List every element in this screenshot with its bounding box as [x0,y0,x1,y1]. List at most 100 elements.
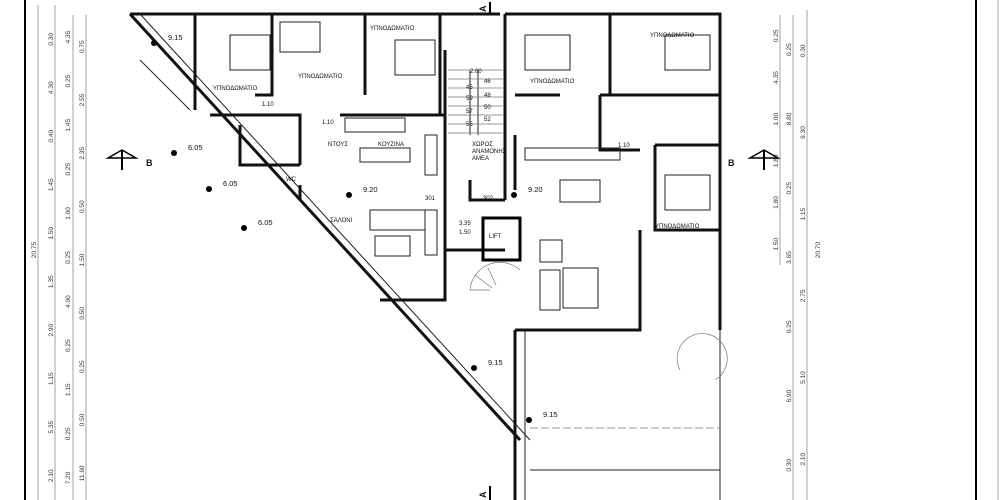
stair-step-number: 57 [466,109,473,115]
dimension-value: 1.00 [65,207,72,220]
elevation-label: 9.15 [488,358,503,367]
dimension-value: 1.45 [65,119,72,132]
stair-step-number: 45 [466,85,473,91]
dimension-value: 0.25 [65,339,72,352]
dimension-value: 5.35 [48,421,55,434]
dimension-value: 0.30 [786,459,793,472]
dimension-value: 0.25 [65,251,72,264]
dimension-value: 6.90 [786,389,793,402]
dimension-value: 2.10 [800,452,807,465]
dimension-value: 0.25 [786,182,793,195]
dimension-value: 0.50 [79,307,86,320]
section-marker-right: B [728,149,781,170]
section-marker-left: B [105,149,153,170]
dimension-value: 4.00 [65,295,72,308]
dimension-value: 3.65 [786,251,793,264]
dimension-value: 0.25 [786,43,793,56]
dimension-value: 4.35 [773,71,780,84]
dimension-value: 11.60 [79,465,86,481]
room-label-bedroom: ΥΠΝΟΔΩΜΑΤΙΟ [213,86,258,92]
stair-step-number: 48 [484,93,491,99]
room-label-waiting-area: ΑΝΑΜΟΝΗΣ [472,149,507,155]
section-label-bottom: A [478,491,488,498]
dimension-value: 1.45 [48,178,55,191]
room-label-waiting-area: ΑΜΕΑ [472,156,489,162]
stair-step-number: 52 [484,117,491,123]
dimension-value: 1.50 [79,253,86,266]
dimension-value: 2.90 [48,324,55,337]
apartment-301-walls [128,12,531,442]
apartment-number: 301 [425,196,436,202]
inner-dimension: 1.50 [459,230,471,236]
section-marker-bottom: A [478,486,491,500]
elevation-marker-icon [241,225,247,231]
dimension-total: 20.70 [815,241,822,258]
dimension-value: 4.35 [65,30,72,43]
section-label-left: B [146,158,153,168]
elevation-label: 9.15 [543,410,558,419]
inner-dimension: 3.35 [459,221,471,227]
lift-shaft [481,216,522,262]
elevation-label: 9.15 [168,33,183,42]
room-label-bedroom: ΥΠΝΟΔΩΜΑΤΙΟ [650,33,695,39]
section-label-right: B [728,158,735,168]
dimension-value: 1.15 [800,207,807,220]
dimension-value: 0.30 [48,33,55,46]
dimension-value: 0.75 [79,40,86,53]
elevation-label: 6.05 [258,218,273,227]
inner-dimension: 1.10 [618,143,630,149]
section-label-top: A [478,5,488,12]
stair-core [443,14,563,291]
room-label-shower: ΝΤΟΥΣ [328,142,348,148]
stair-step-number: 50 [484,105,491,111]
dimension-value: 0.25 [65,74,72,87]
dimension-value: 2.10 [48,469,55,482]
room-label-bedroom: ΥΠΝΟΔΩΜΑΤΙΟ [530,79,575,85]
dimension-value: 8.80 [786,112,793,125]
dimension-value: 9.30 [800,126,807,139]
elevation-marker-icon [526,417,532,423]
dimension-value: 1.80 [773,154,780,167]
elevation-marker-icon [151,40,157,46]
elevation-label: 9.20 [528,185,543,194]
dimension-value: 1.50 [48,227,55,240]
room-label-kitchen: ΚΟΥΖΙΝΑ [378,142,404,148]
inner-dimension: 1.10 [262,102,274,108]
dimension-value: 1.15 [48,372,55,385]
dimension-value: 1.15 [65,383,72,396]
dimension-value: 2.75 [800,289,807,302]
room-label-lift: LIFT [489,234,502,240]
inner-dimension: 1.10 [322,120,334,126]
dimension-value: 0.50 [79,200,86,213]
apartment-number: 302 [483,196,494,202]
room-label-living: ΣΑΛΟΝΙ [330,218,353,224]
left-dimension-lines [37,5,87,500]
dimension-value: 2.55 [79,93,86,106]
room-label-bedroom: ΥΠΝΟΔΩΜΑΤΙΟ [298,74,343,80]
dimension-value: 0.25 [79,360,86,373]
elevation-marker-icon [206,186,212,192]
dimension-value: 1.35 [48,275,55,288]
dimension-value: 0.30 [800,44,807,57]
dimension-value: 4.30 [48,81,55,94]
dimension-value: 0.25 [65,163,72,176]
elevation-label: 6.05 [223,179,238,188]
room-label-waiting-area: ΧΩΡΟΣ [472,142,493,148]
dimension-value: 0.25 [65,427,72,440]
elevation-label: 9.20 [363,185,378,194]
dimension-value: 2.35 [79,147,86,160]
apartment-302-walls [505,12,728,500]
dimension-total: 20.75 [31,241,38,258]
room-label-bedroom: ΥΠΝΟΔΩΜΑΤΙΟ [655,224,700,230]
dimension-value: 7.20 [65,471,72,484]
elevation-marker-icon [511,192,517,198]
elevation-marker-icon [346,192,352,198]
dimension-value: 5.10 [800,371,807,384]
dimension-value: 1.80 [773,196,780,209]
stair-step-number: 59 [466,96,473,102]
section-marker-top: A [478,2,491,14]
dimension-value: 0.50 [79,413,86,426]
room-label-bedroom: ΥΠΝΟΔΩΜΑΤΙΟ [370,26,415,32]
stair-step-number: 55 [466,122,473,128]
